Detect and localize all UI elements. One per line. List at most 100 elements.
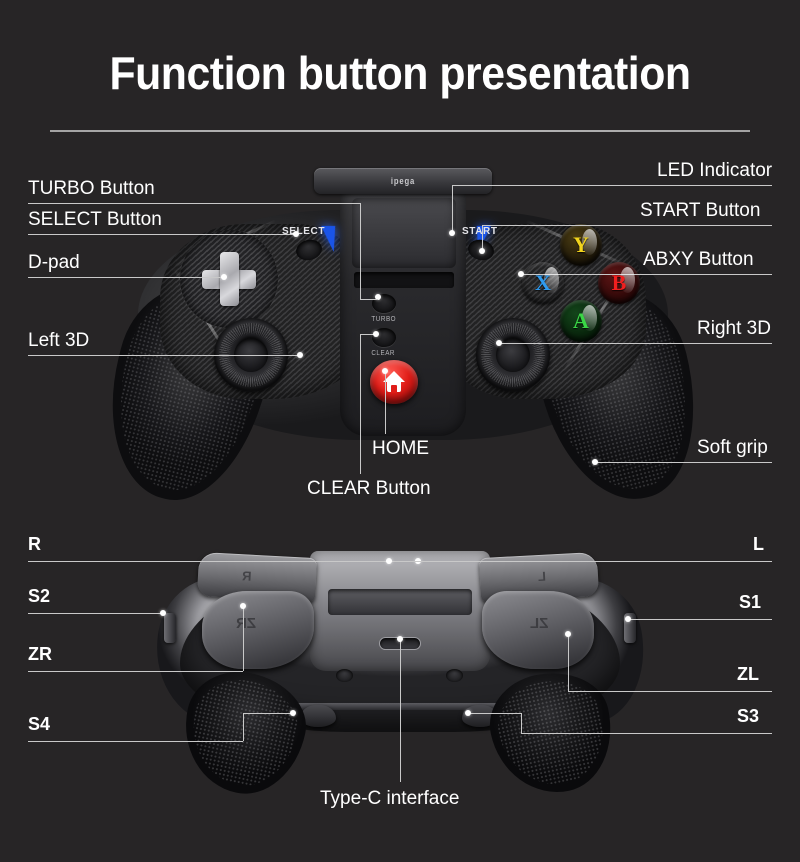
page-title: Function button presentation [109, 47, 691, 99]
leader-r-h [28, 561, 417, 562]
callout-s1: S1 [739, 592, 762, 612]
callout-left-3d: Left 3D [28, 330, 90, 351]
leader-left3d-h [28, 355, 300, 356]
rear-clip-rail [328, 589, 472, 615]
leader-zl-v [568, 635, 569, 691]
leader-clear-v [360, 334, 361, 474]
leader-dot-turbo [375, 294, 381, 300]
leader-zr-v [243, 607, 244, 671]
shoulder-l-printed-label: L [537, 568, 547, 585]
shoulder-r-printed-label: R [241, 568, 252, 584]
home-button[interactable] [370, 360, 418, 404]
button-x[interactable]: X [522, 262, 564, 304]
callout-zl: ZL [737, 664, 759, 684]
leader-dot-clear [373, 331, 379, 337]
leader-right3d-h [500, 343, 772, 344]
callout-start-button: START Button [640, 200, 761, 221]
leader-zl-h [568, 691, 772, 692]
abxy-cluster: Y X B A [522, 224, 640, 342]
leader-abxy-h [522, 274, 772, 275]
leader-s1-h [629, 619, 772, 620]
leader-clear-h [360, 334, 376, 335]
leader-dot-left3d [297, 352, 303, 358]
callout-zr: ZR [28, 644, 52, 664]
dpad-vertical-arm [220, 252, 239, 306]
leader-dot-right3d [496, 340, 502, 346]
callout-r: R [28, 534, 41, 554]
dpad-base [180, 230, 278, 328]
leader-s3-h2 [468, 713, 521, 714]
phone-clip-slot [354, 272, 454, 288]
start-printed-label: START [462, 226, 498, 237]
leader-dot-s4 [290, 710, 296, 716]
leader-dot-zl [565, 631, 571, 637]
trigger-zl-printed-label: ZL [530, 615, 549, 632]
leader-typec-v [400, 640, 401, 782]
callout-type-c-interface: Type-C interface [320, 788, 460, 809]
phone-clip-cradle [352, 198, 456, 268]
page-title-wrap: Function button presentation [0, 46, 800, 100]
leader-dpad-h [28, 277, 224, 278]
leader-s4-h [28, 741, 243, 742]
leader-s2-h [28, 613, 162, 614]
leader-select-h [28, 234, 296, 235]
rear-screw-right [446, 669, 463, 682]
callout-s3: S3 [737, 706, 760, 726]
leader-home-v [385, 372, 386, 434]
callout-right-3d: Right 3D [697, 318, 771, 339]
callout-soft-grip: Soft grip [697, 437, 768, 458]
phone-clip-bar: ipega [314, 168, 492, 194]
leader-start-h [482, 225, 772, 226]
leader-softgrip-h [596, 462, 772, 463]
leader-dot-home [382, 368, 388, 374]
leader-l-h [389, 561, 772, 562]
leader-dot-s2 [160, 610, 166, 616]
dpad[interactable] [202, 252, 256, 306]
callout-turbo-button: TURBO Button [28, 178, 155, 199]
callout-abxy-button: ABXY Button [643, 249, 754, 270]
controller-front-view: ipega SELECT START TURBO CLEAR [88, 168, 718, 523]
leader-turbo-h [28, 203, 360, 204]
clear-printed-label: CLEAR [371, 350, 396, 357]
leader-dot-select [293, 231, 299, 237]
trigger-zl[interactable]: ZL [482, 591, 594, 669]
turbo-printed-label: TURBO [371, 316, 397, 323]
leader-turbo-h2 [360, 299, 378, 300]
trigger-zr-printed-label: ZR [236, 615, 256, 632]
rear-screw-left [336, 669, 353, 682]
select-printed-label: SELECT [282, 226, 326, 237]
leader-dot-zr [240, 603, 246, 609]
paddle-button-s4[interactable] [300, 705, 336, 727]
leader-dot-start [479, 248, 485, 254]
leader-zr-h [28, 671, 243, 672]
leader-dot-l [386, 558, 392, 564]
callout-s2: S2 [28, 586, 51, 606]
trigger-zr[interactable]: ZR [202, 591, 314, 669]
callout-led-indicator: LED Indicator [657, 160, 773, 181]
callout-home: HOME [372, 438, 429, 459]
title-divider [50, 130, 750, 132]
leader-dot-abxy [518, 271, 524, 277]
home-icon [383, 371, 405, 393]
side-button-s2[interactable] [164, 613, 176, 643]
callout-dpad: D-pad [28, 252, 80, 273]
button-a[interactable]: A [560, 300, 602, 342]
leader-led-h [452, 185, 772, 186]
callout-s4: S4 [28, 714, 51, 734]
callout-clear-button: CLEAR Button [307, 478, 431, 499]
button-y[interactable]: Y [560, 224, 602, 266]
leader-start-v [482, 225, 483, 251]
leader-s3-h [521, 733, 772, 734]
leader-turbo-v [360, 203, 361, 299]
leader-led-v [452, 185, 453, 233]
leader-dot-s1 [625, 616, 631, 622]
leader-dot-dpad [221, 274, 227, 280]
callout-l: L [753, 534, 764, 554]
leader-dot-s3 [465, 710, 471, 716]
button-b[interactable]: B [598, 262, 640, 304]
brand-mark: ipega [390, 176, 416, 186]
leader-s4-v [243, 713, 244, 741]
leader-dot-typec [397, 636, 403, 642]
leader-dot-led [449, 230, 455, 236]
